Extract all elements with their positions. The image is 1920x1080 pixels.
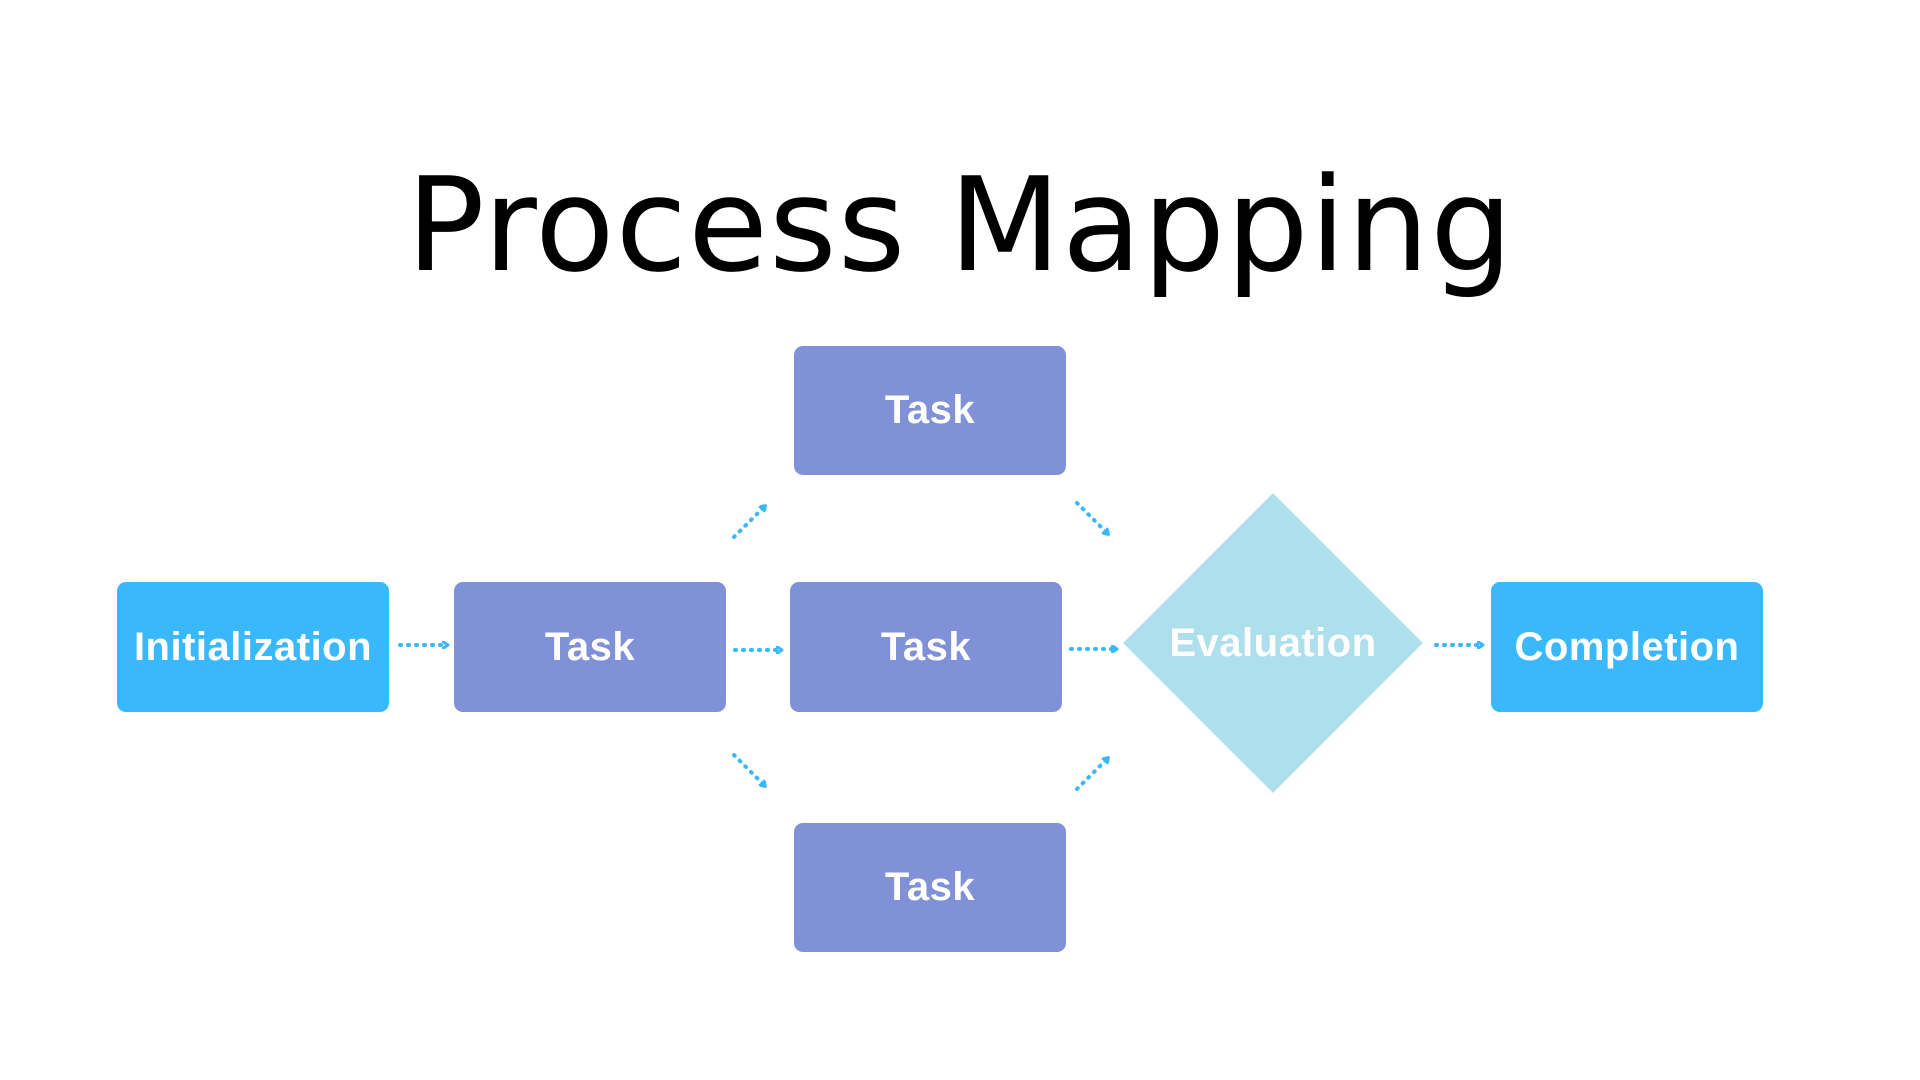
initialization-node: Initialization bbox=[117, 582, 389, 712]
arrow-task-top-to-evaluation bbox=[1075, 501, 1107, 533]
page-title: Process Mapping bbox=[406, 149, 1514, 301]
completion-node: Completion bbox=[1491, 582, 1763, 712]
task-node-left: Task bbox=[454, 582, 726, 712]
task-middle-label: Task bbox=[880, 624, 972, 669]
arrow-task-bottom-to-evaluation bbox=[1075, 759, 1107, 791]
task-bottom-label: Task bbox=[884, 865, 976, 909]
evaluation-label: Evaluation bbox=[1169, 620, 1377, 665]
arrow-task-to-task-bottom bbox=[732, 753, 764, 785]
completion-label: Completion bbox=[1514, 624, 1740, 669]
arrow-task-to-task-top bbox=[732, 507, 764, 539]
task-left-label: Task bbox=[544, 624, 636, 669]
initialization-label: Initialization bbox=[133, 624, 373, 669]
task-top-label: Task bbox=[884, 388, 976, 432]
task-node-bottom: Task bbox=[794, 823, 1066, 952]
task-node-middle: Task bbox=[790, 582, 1062, 712]
evaluation-decision-node: Evaluation bbox=[1123, 493, 1423, 793]
task-node-top: Task bbox=[794, 346, 1066, 475]
